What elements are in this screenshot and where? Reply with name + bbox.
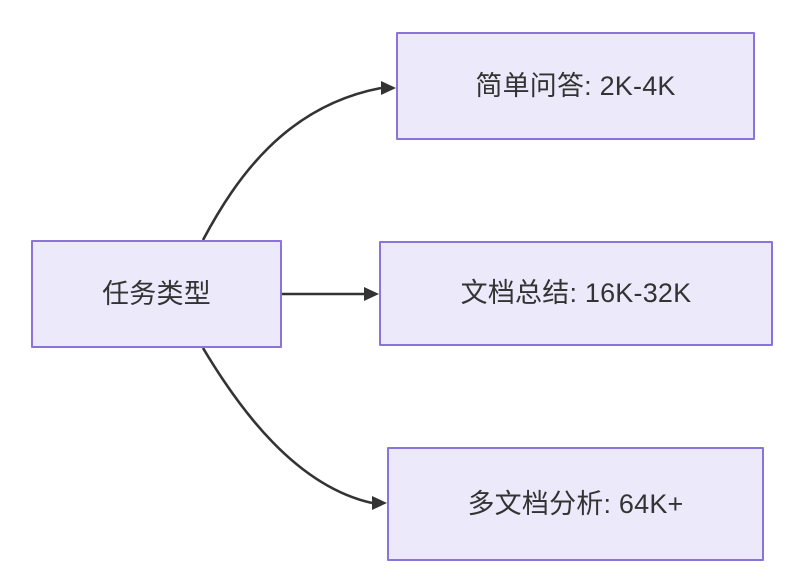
edge-root-to-simple-qa-arrowhead (381, 81, 396, 95)
node-simple-qa-label: 简单问答: 2K-4K (475, 70, 676, 101)
edge-root-to-multi-doc-path (201, 347, 373, 505)
edge-root-to-simple-qa (201, 81, 396, 241)
node-simple-qa[interactable]: 简单问答: 2K-4K (396, 32, 755, 140)
node-doc-summary[interactable]: 文档总结: 16K-32K (379, 241, 773, 346)
edge-root-to-doc-summary (282, 287, 379, 301)
node-multi-doc-label: 多文档分析: 64K+ (467, 488, 684, 519)
edge-root-to-doc-summary-arrowhead (364, 287, 379, 301)
node-task-type[interactable]: 任务类型 (31, 240, 282, 348)
node-task-type-label: 任务类型 (102, 278, 211, 309)
node-multi-doc[interactable]: 多文档分析: 64K+ (387, 447, 764, 561)
edge-root-to-multi-doc-arrowhead (372, 496, 387, 510)
edge-root-to-simple-qa-path (201, 86, 382, 241)
node-doc-summary-label: 文档总结: 16K-32K (460, 278, 692, 309)
edge-root-to-multi-doc (201, 347, 387, 510)
